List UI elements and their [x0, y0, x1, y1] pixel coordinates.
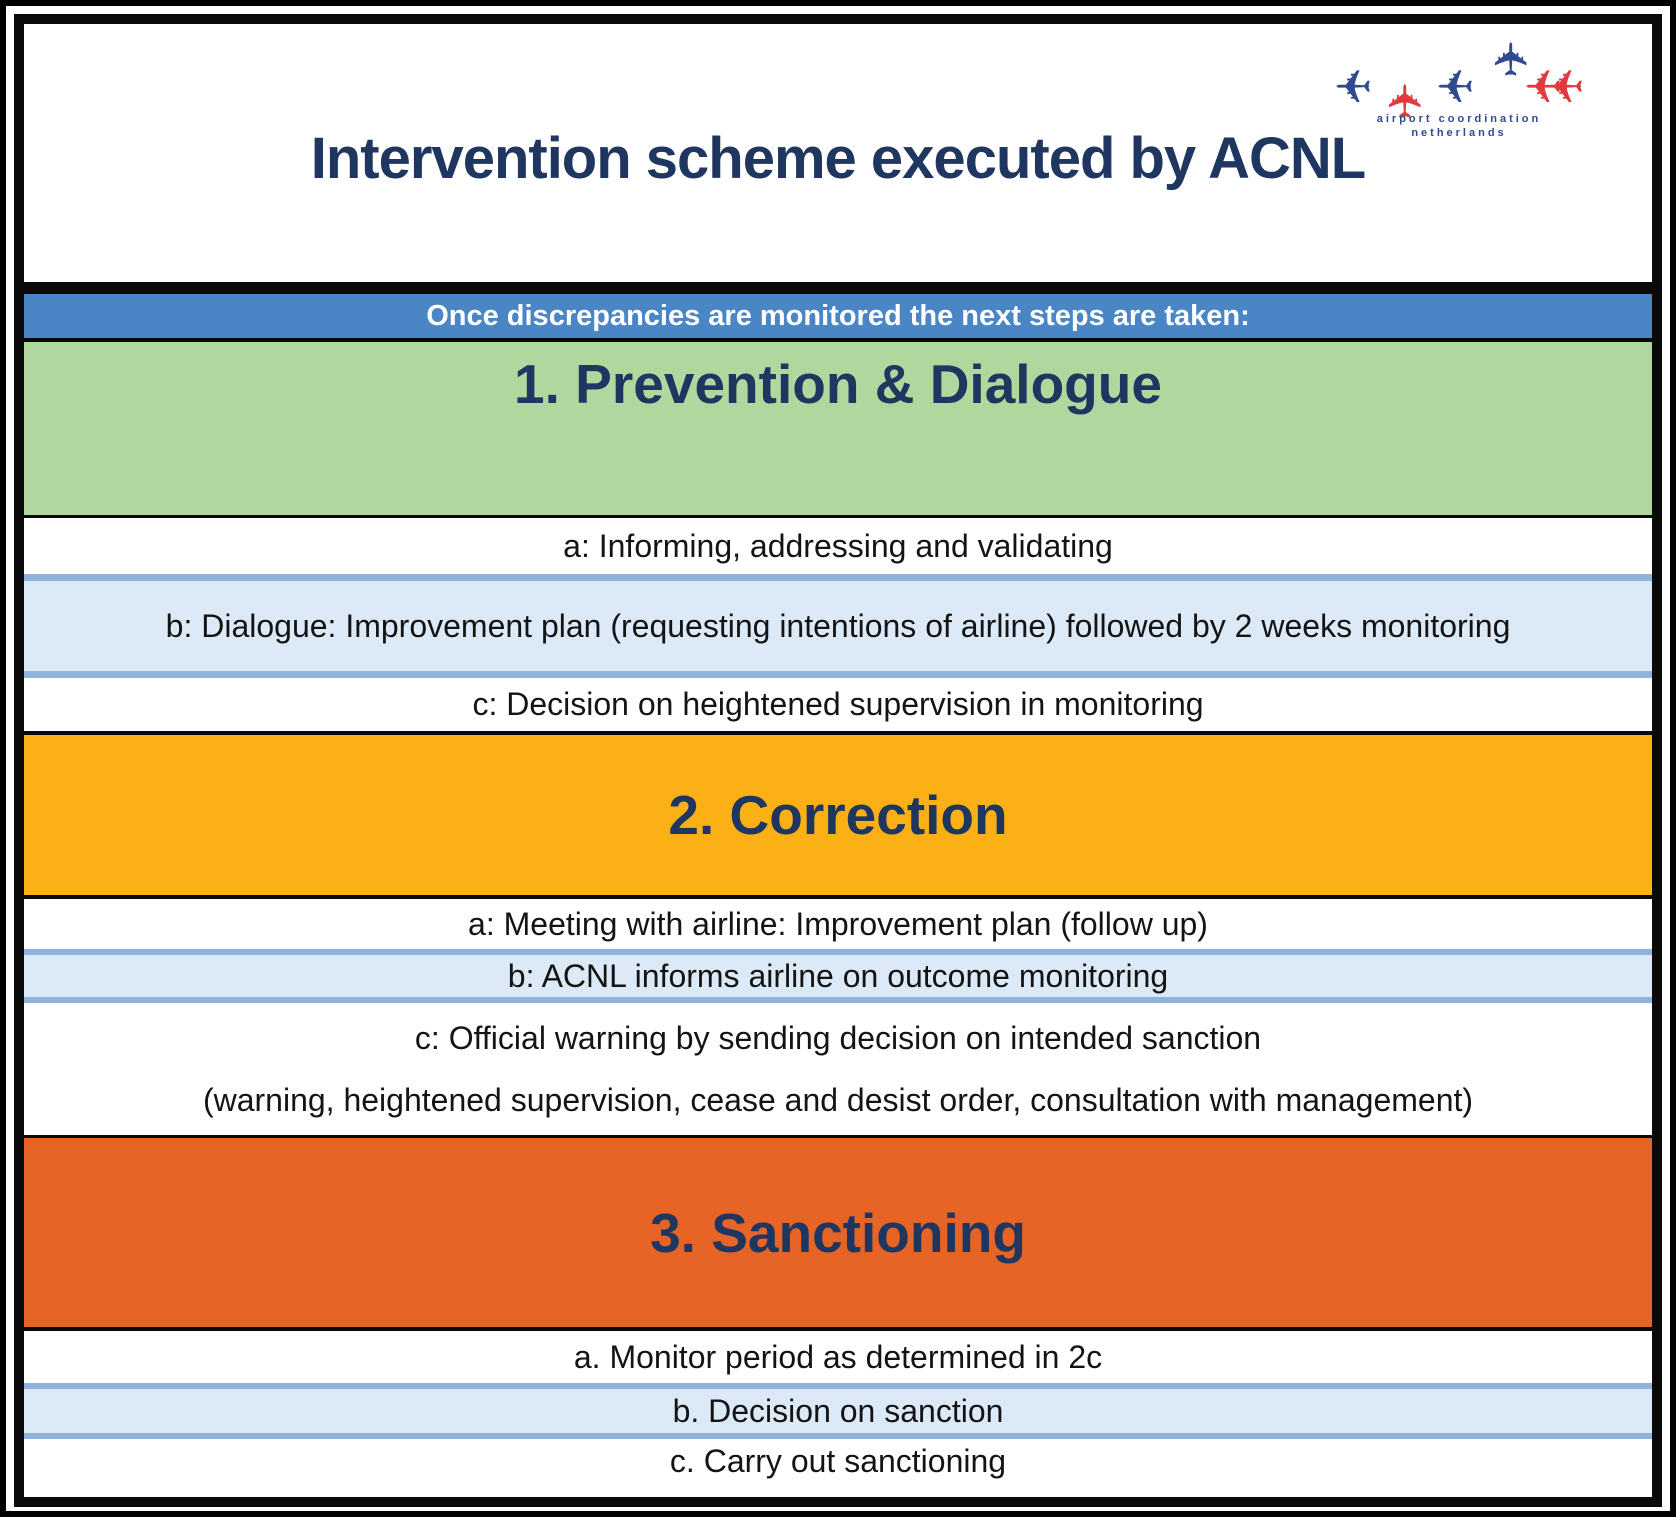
step-text: b: Dialogue: Improvement plan (requestin… [165, 607, 1511, 644]
step-text-line2: (warning, heightened supervision, cease … [202, 1082, 1474, 1118]
phase-correction: 2. Correction [24, 731, 1652, 899]
plane-left-icon: ✈ [1436, 61, 1475, 113]
scheme-frame: Intervention scheme executed by ACNL ✈ ✈… [14, 14, 1662, 1507]
plane-left-icon: ✈ [1546, 61, 1585, 113]
step-text: c: Decision on heightened supervision in… [472, 686, 1204, 722]
step-row: a. Monitor period as determined in 2c [24, 1331, 1652, 1383]
step-text: a. Monitor period as determined in 2c [573, 1338, 1103, 1375]
phase-heading: 2. Correction [668, 784, 1008, 846]
step-row: c: Decision on heightened supervision in… [24, 678, 1652, 731]
page-title: Intervention scheme executed by ACNL [310, 125, 1366, 191]
instruction-banner-text: Once discrepancies are monitored the nex… [426, 299, 1250, 332]
logo-line2: netherlands [1411, 127, 1507, 139]
step-row: b. Decision on sanction [24, 1383, 1652, 1439]
step-text: b. Decision on sanction [672, 1392, 1004, 1429]
step-row: c. Carry out sanctioning [24, 1439, 1652, 1483]
title-block: Intervention scheme executed by ACNL ✈ ✈… [24, 24, 1652, 294]
step-row: b: ACNL informs airline on outcome monit… [24, 949, 1652, 1003]
acnl-logo: ✈ ✈ ✈ ✈ ✈ ✈ airport coordination netherl… [1324, 34, 1594, 149]
phase-heading: 1. Prevention & Dialogue [514, 353, 1162, 415]
logo-line1: airport coordination [1376, 113, 1542, 125]
step-text: a: Informing, addressing and validating [563, 527, 1113, 564]
phase-prevention-dialogue: 1. Prevention & Dialogue [24, 342, 1652, 518]
step-row: a: Meeting with airline: Improvement pla… [24, 899, 1652, 949]
phase-sanctioning: 3. Sanctioning [24, 1135, 1652, 1331]
step-row: b: Dialogue: Improvement plan (requestin… [24, 574, 1652, 678]
instruction-banner: Once discrepancies are monitored the nex… [24, 294, 1652, 342]
step-text-line1: c: Official warning by sending decision … [414, 1020, 1262, 1056]
step-row: c: Official warning by sending decision … [24, 1003, 1652, 1135]
phase-heading: 3. Sanctioning [650, 1201, 1026, 1264]
step-text: b: ACNL informs airline on outcome monit… [507, 957, 1169, 994]
plane-left-icon: ✈ [1334, 61, 1373, 113]
logo-text: airport coordination netherlands [1324, 112, 1594, 140]
step-row: a: Informing, addressing and validating [24, 518, 1652, 574]
step-text: c. Carry out sanctioning [669, 1442, 1007, 1479]
step-text: a: Meeting with airline: Improvement pla… [468, 905, 1208, 942]
